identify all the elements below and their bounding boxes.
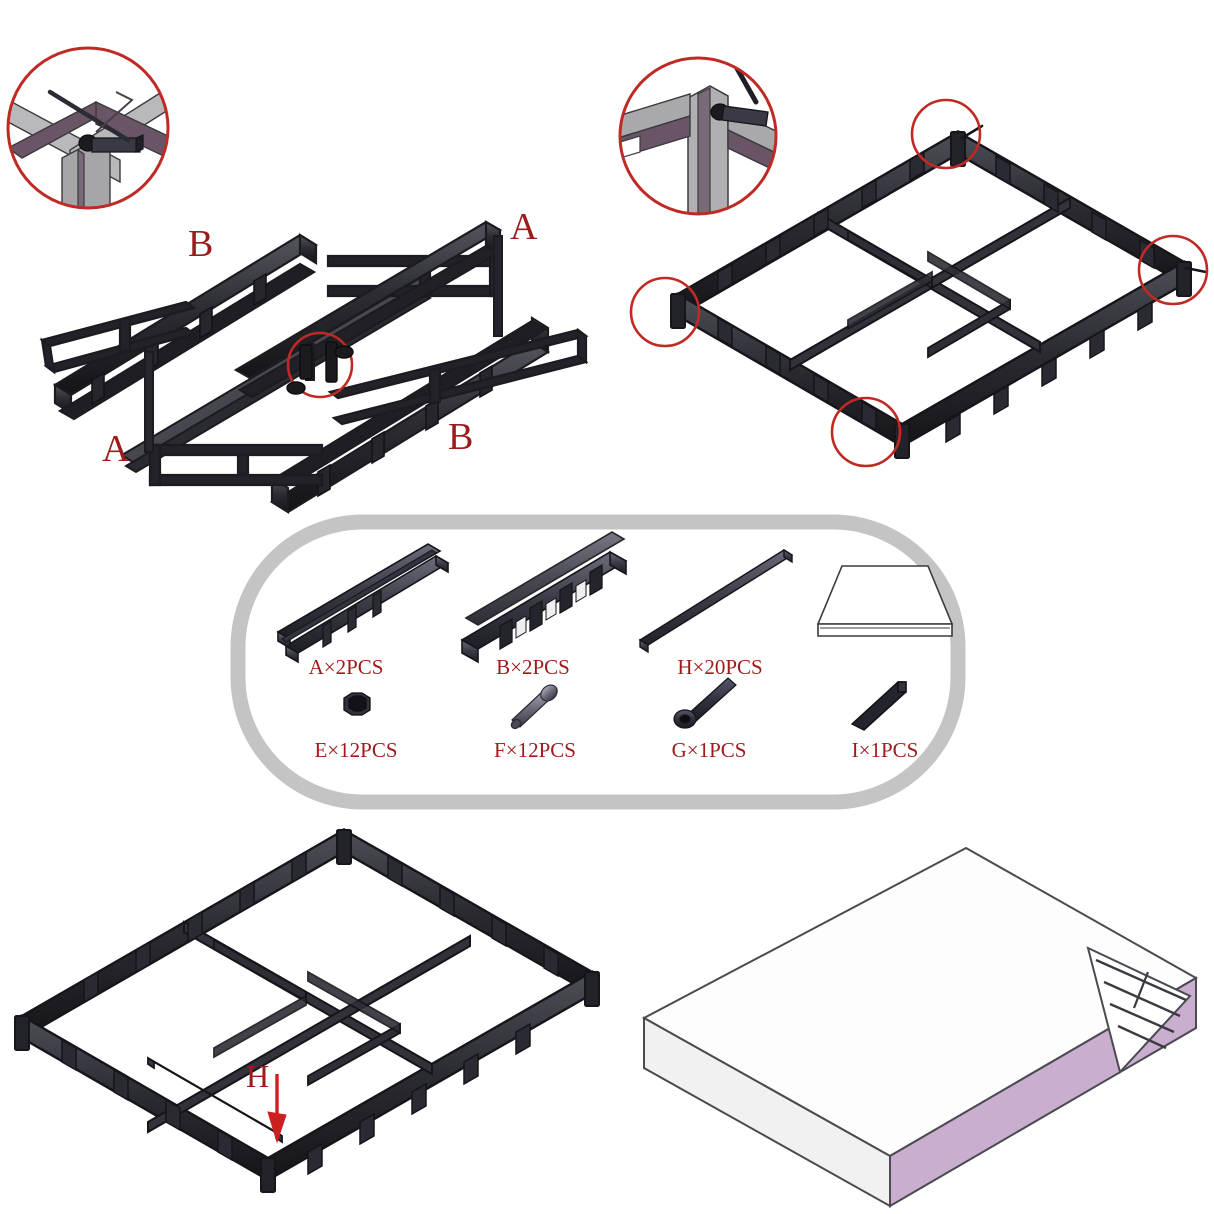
part-icon-side-rail-b [448,531,638,664]
callout-cross-joint-detail [6,46,170,210]
frame-webs [717,150,1155,444]
part-icon-allen-wrench [844,670,920,734]
frame-corner-posts [670,131,1192,459]
part-icon-bolt-long [670,672,742,734]
part-label-e: E×12PCS [314,738,398,762]
part-label-i: I×1PCS [851,738,919,762]
label-slat-h: H [246,1058,270,1094]
step-1-exploded-rail-assembly: B A A B [0,40,610,520]
part-label-g: G×1PCS [671,738,747,762]
cover-cutaway [1086,946,1192,1075]
frame3-perimeter [20,827,594,1183]
callout-corner-joint-detail [618,56,778,216]
part-label-h: H×20PCS [677,655,763,679]
highlight-circle-cross-joint [286,331,354,399]
part-label-a: A×2PCS [308,655,384,679]
rail-a-right-lower [327,327,589,426]
frame3-webs [61,850,559,1176]
insert-direction-arrow [267,1074,287,1144]
label-rail-a-upper: A [510,206,538,248]
highlight-circle-corner-left [629,276,701,348]
parts-list-panel: A×2PCS B×2PCS H×20PCS E×12PCS F×12PCS G×… [228,512,968,812]
part-icon-slat-bar [628,540,808,660]
highlight-circle-corner-top [910,98,982,170]
corner-highlight-circles [629,98,1209,468]
center-joint-hardware [286,341,354,395]
parts-list-frame [230,514,966,810]
rail-b-lower-webs [317,364,493,498]
part-icon-bolt-short [504,678,568,734]
part-label-b: B×2PCS [496,655,570,679]
part-icon-hex-nut [332,684,380,728]
frame-interior-bars [847,229,1011,359]
label-rail-b-lower: B [448,416,474,458]
rail-left-short [39,300,197,375]
part-icon-side-rail-a [268,534,458,664]
label-rail-b-upper: B [188,223,214,265]
part-icon-fabric-cover [806,544,966,664]
frame3-interior-bars [213,938,401,1087]
step-3-insert-slat: H [0,812,620,1214]
highlight-circle-corner-bottom [830,396,902,468]
step-4-finished-covered-base [600,800,1214,1214]
rail-left-diagonal [144,351,154,453]
step-2-assembled-frame [610,50,1214,520]
label-rail-a-lower: A [102,428,130,470]
part-label-f: F×12PCS [494,738,576,762]
highlight-circle-corner-right [1137,234,1209,306]
frame3-corner-posts [14,829,600,1193]
rail-a-lower [148,443,324,487]
